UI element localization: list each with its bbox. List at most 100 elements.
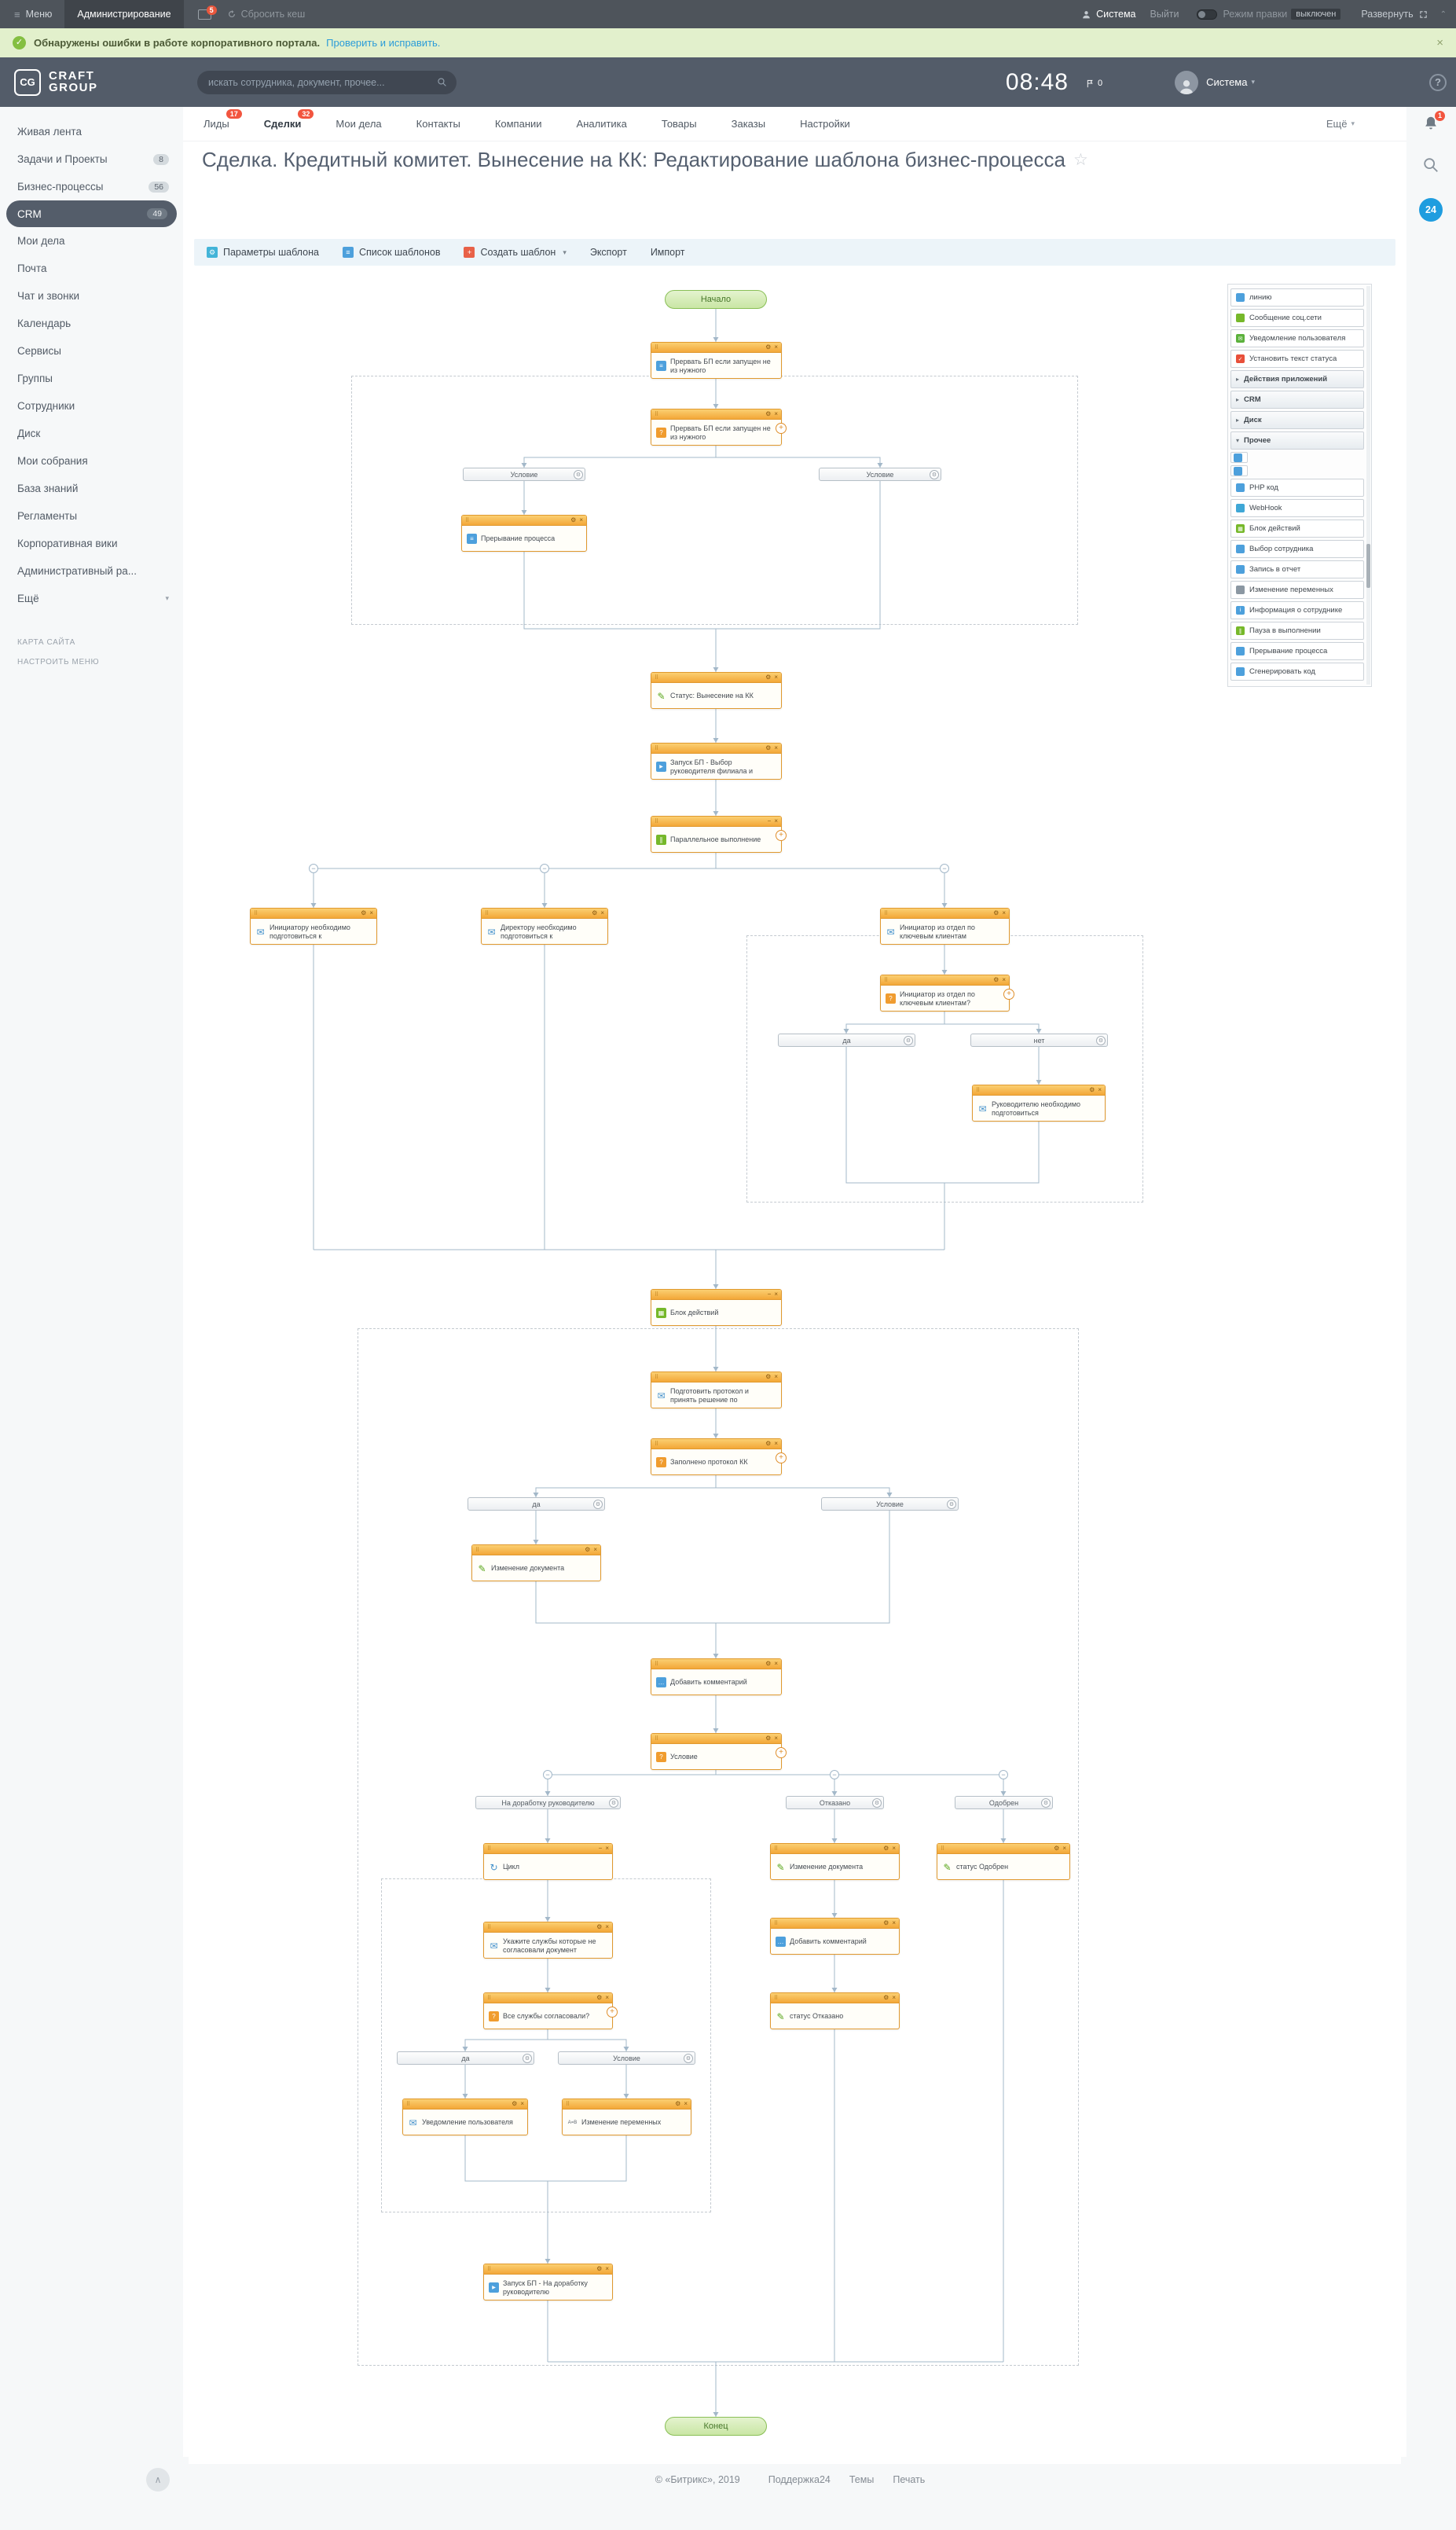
gear-icon[interactable]: ⚙ (596, 1923, 603, 1930)
close-icon[interactable]: × (774, 744, 778, 751)
flow-node[interactable]: ⠿⚙×✉Укажите службы которые не согласовал… (483, 1922, 613, 1959)
drag-handle-icon[interactable]: ⠿ (655, 1661, 659, 1667)
administration-tab[interactable]: Администрирование (64, 0, 184, 28)
gear-icon[interactable]: ⚙ (1054, 1845, 1060, 1852)
gear-icon[interactable]: ⚙ (765, 410, 772, 417)
palette-item[interactable]: ▦Блок действий (1230, 520, 1364, 538)
gear-icon[interactable]: ⚙ (593, 1500, 603, 1509)
sidebar-footer-link[interactable]: НАСТРОИТЬ МЕНЮ (17, 658, 100, 666)
drag-handle-icon[interactable]: ⠿ (655, 1441, 659, 1447)
palette-section[interactable]: ▸Действия приложений (1230, 370, 1364, 388)
close-icon[interactable]: × (1436, 36, 1443, 50)
palette-item[interactable]: ✉Уведомление пользователя (1230, 329, 1364, 347)
branch-label[interactable]: да⚙ (468, 1497, 605, 1511)
palette-item[interactable]: ∥Пауза в выполнении (1230, 622, 1364, 640)
palette-section[interactable]: ▸CRM (1230, 391, 1364, 409)
drag-handle-icon[interactable]: ⠿ (774, 1920, 779, 1926)
flow-node[interactable]: ⠿⚙×✎Изменение документа (471, 1544, 601, 1581)
topnav-item[interactable]: Контакты (416, 118, 460, 130)
drag-handle-icon[interactable]: ⠿ (465, 517, 470, 523)
palette-item[interactable]: Сообщение соц.сети (1230, 309, 1364, 327)
palette-item[interactable]: Изменение переменных (1230, 581, 1364, 599)
branch-label[interactable]: Отказано⚙ (786, 1796, 884, 1809)
close-icon[interactable]: × (605, 1923, 609, 1930)
flow-node[interactable]: ⠿⚙×?Прервать БП если запущен не из нужно… (651, 409, 787, 446)
gear-icon[interactable]: ⚙ (883, 1919, 889, 1926)
toolbar-button[interactable]: +Создать шаблон▾ (464, 247, 567, 258)
gear-icon[interactable]: ⚙ (570, 516, 577, 523)
flow-node[interactable]: ⠿⚙×?Все службы согласовали?+ (483, 1992, 618, 2029)
topnav-item[interactable]: Мои дела (336, 118, 382, 130)
avatar[interactable] (1175, 70, 1199, 94)
toolbar-button[interactable]: ⚙Параметры шаблона (207, 247, 319, 258)
branch-label[interactable]: да⚙ (778, 1034, 915, 1047)
gear-icon[interactable]: ⚙ (512, 2100, 518, 2107)
branch-label[interactable]: На доработку руководителю⚙ (475, 1796, 621, 1809)
flow-node[interactable]: ⠿⚙×▶Запуск БП - На доработку руководител… (483, 2264, 613, 2301)
close-icon[interactable]: × (1002, 909, 1006, 916)
user-menu[interactable]: Система ▾ (1206, 76, 1255, 88)
global-search[interactable] (197, 70, 457, 94)
flow-node[interactable]: ⠿⚙×✉Инициатор из отдел по ключевым клиен… (880, 908, 1010, 945)
topnav-item[interactable]: Аналитика (576, 118, 627, 130)
gear-icon[interactable]: ⚙ (765, 1735, 772, 1742)
flow-node[interactable]: ⠿⚙×✎статус Одобрен (937, 1843, 1070, 1880)
favorite-star-icon[interactable]: ☆ (1073, 151, 1088, 169)
footer-link[interactable]: Печать (893, 2474, 926, 2485)
flow-node[interactable]: ⠿⚙×✎Изменение документа (770, 1843, 900, 1880)
add-branch-button[interactable]: + (607, 2007, 618, 2018)
sidebar-item[interactable]: База знаний (0, 475, 183, 502)
logout-link[interactable]: Выйти (1150, 9, 1179, 20)
reset-cache-button[interactable]: Сбросить кеш (227, 9, 305, 20)
rail-search-button[interactable] (1422, 156, 1439, 178)
drag-handle-icon[interactable]: ⠿ (655, 344, 659, 351)
gear-icon[interactable]: ⚙ (1089, 1086, 1095, 1093)
minimize-icon[interactable]: − (767, 817, 772, 824)
drag-handle-icon[interactable]: ⠿ (487, 1924, 492, 1930)
palette-item[interactable]: PHP код (1230, 479, 1364, 497)
palette-section[interactable]: ▾Прочее (1230, 431, 1364, 450)
edit-mode-toggle[interactable] (1196, 9, 1217, 20)
toolbar-button[interactable]: Экспорт (590, 247, 627, 258)
footer-link[interactable]: Поддержка24 (768, 2474, 831, 2485)
close-icon[interactable]: × (369, 909, 373, 916)
close-icon[interactable]: × (605, 2265, 609, 2272)
gear-icon[interactable]: ⚙ (904, 1036, 913, 1045)
topnav-item[interactable]: Настройки (800, 118, 850, 130)
flow-node[interactable]: ⠿⚙×✉Директору необходимо подготовиться к (481, 908, 608, 945)
gear-icon[interactable]: ⚙ (574, 470, 583, 479)
close-icon[interactable]: × (579, 516, 583, 523)
branch-port[interactable]: − (999, 1770, 1008, 1779)
branch-label[interactable]: да⚙ (397, 2051, 534, 2065)
drag-handle-icon[interactable]: ⠿ (487, 2266, 492, 2272)
add-branch-button[interactable]: + (776, 423, 787, 434)
drag-handle-icon[interactable]: ⠿ (487, 1845, 492, 1852)
drag-handle-icon[interactable]: ⠿ (976, 1087, 981, 1093)
close-icon[interactable]: × (892, 1994, 896, 2001)
gear-icon[interactable]: ⚙ (947, 1500, 956, 1509)
admin-user-button[interactable]: Система (1081, 9, 1136, 20)
scroll-to-top-button[interactable]: ∧ (146, 2468, 170, 2491)
drag-handle-icon[interactable]: ⠿ (884, 977, 889, 983)
topnav-item[interactable]: Компании (494, 118, 542, 130)
flow-node[interactable]: ⠿⚙×?Заполнено протокол КК+ (651, 1438, 787, 1475)
close-icon[interactable]: × (774, 1735, 778, 1742)
close-icon[interactable]: × (774, 1660, 778, 1667)
flow-node[interactable]: ⠿−×▦Блок действий (651, 1289, 782, 1326)
palette-scrollbar-thumb[interactable] (1366, 544, 1370, 588)
branch-label[interactable]: Условие⚙ (821, 1497, 959, 1511)
palette-item[interactable] (1230, 452, 1248, 463)
sidebar-item[interactable]: Сервисы (0, 337, 183, 365)
sidebar-item[interactable]: Сотрудники (0, 392, 183, 420)
palette-item[interactable]: WebHook (1230, 499, 1364, 517)
sidebar-item[interactable]: Диск (0, 420, 183, 447)
palette-item[interactable]: Запись в отчет (1230, 560, 1364, 578)
sidebar-item[interactable]: Живая лента (0, 118, 183, 145)
flow-node[interactable]: ⠿⚙×▶Запуск БП - Выбор руководителя филиа… (651, 743, 782, 780)
gear-icon[interactable]: ⚙ (883, 1994, 889, 2001)
gear-icon[interactable]: ⚙ (675, 2100, 681, 2107)
drag-handle-icon[interactable]: ⠿ (655, 1291, 659, 1298)
